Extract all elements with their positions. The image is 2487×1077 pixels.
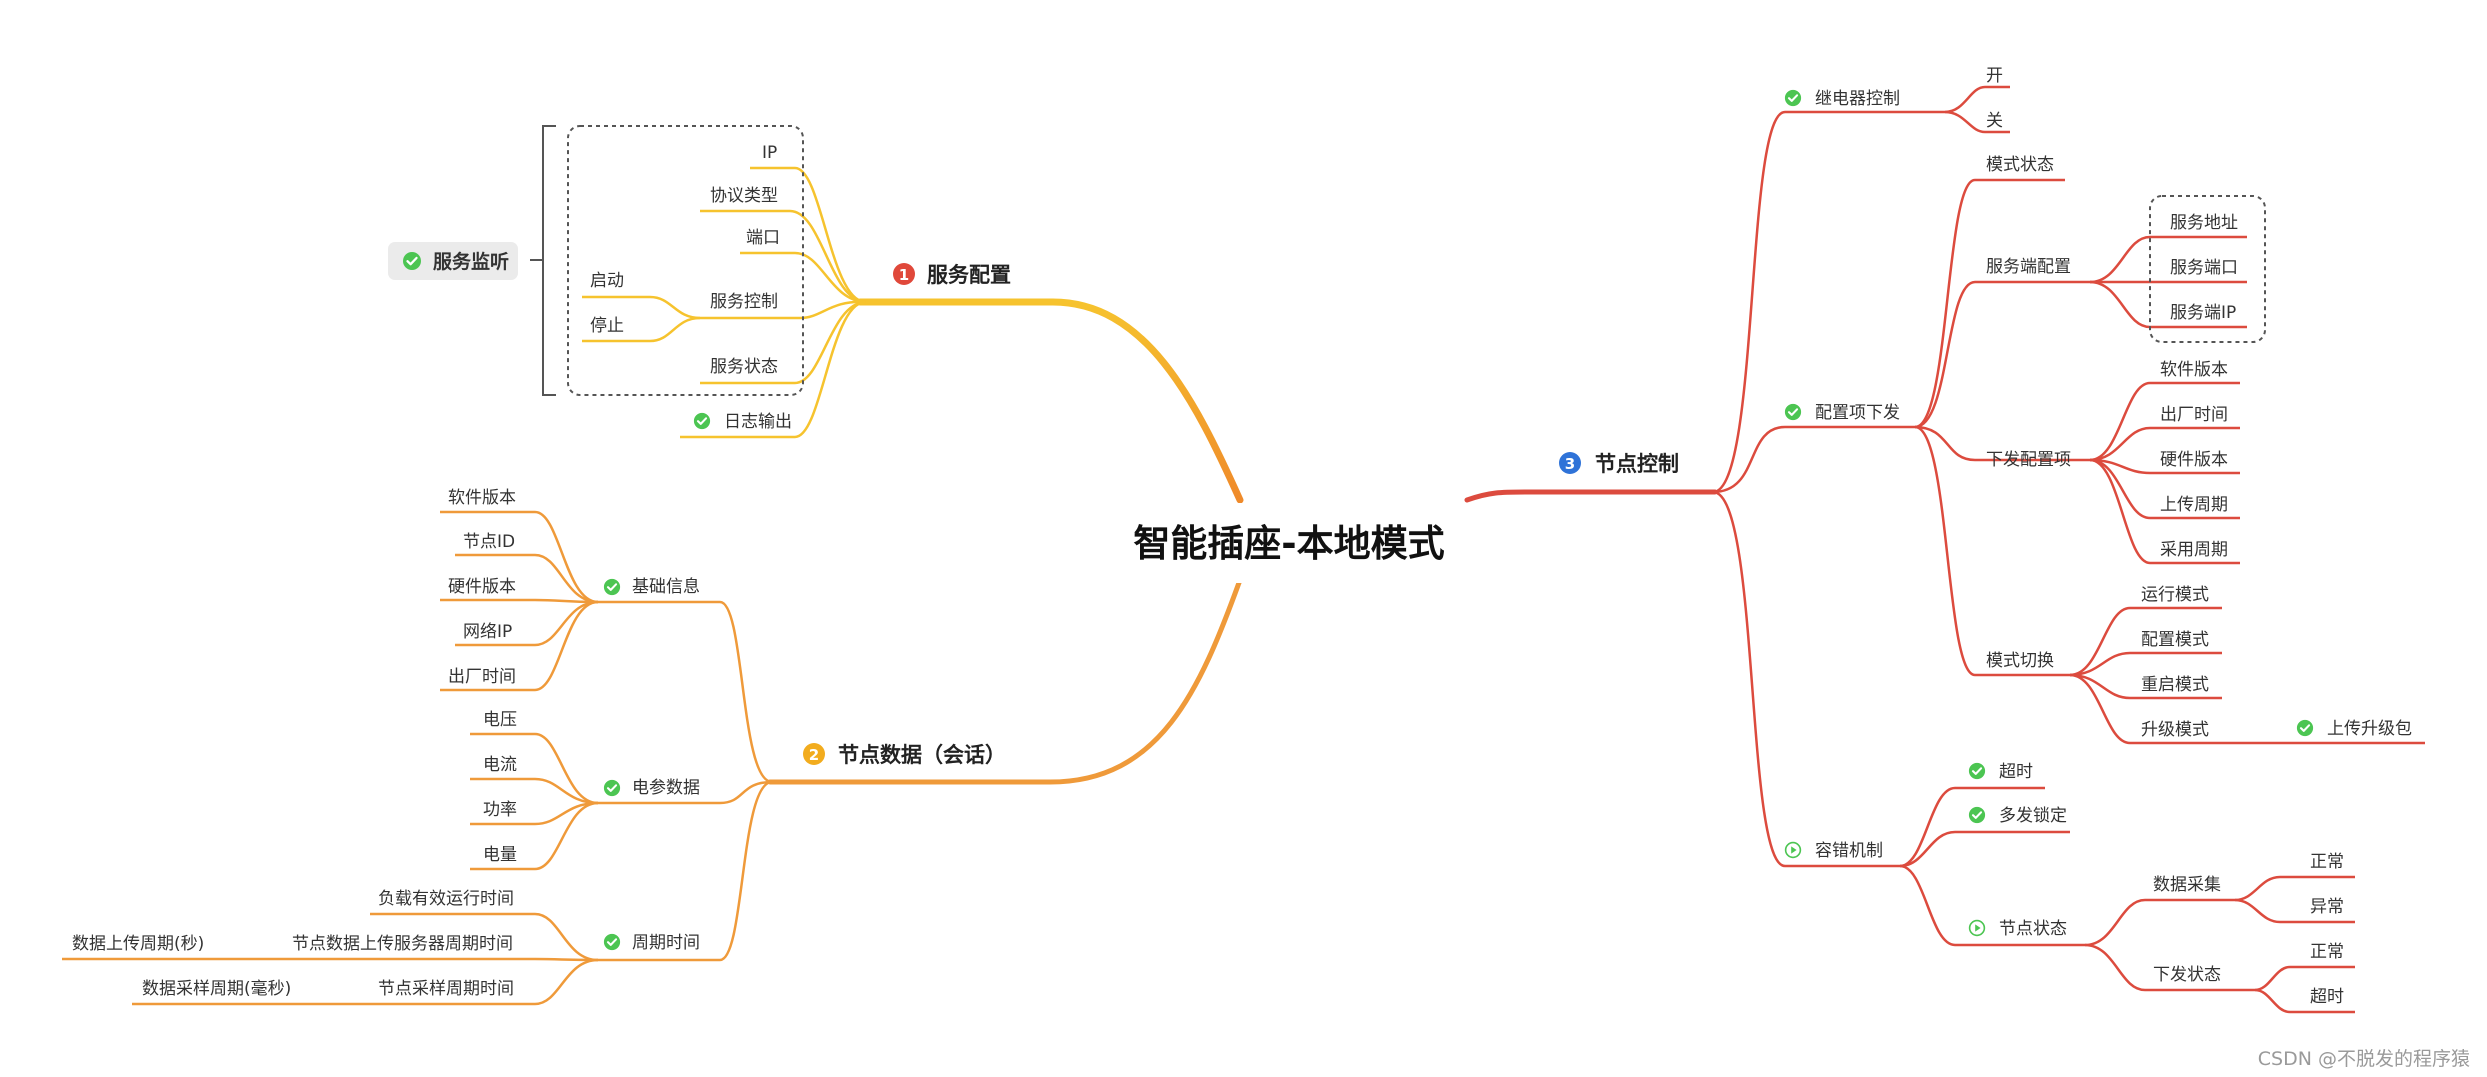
node-power[interactable]: 功率: [483, 800, 517, 820]
node-service-status[interactable]: 服务状态: [710, 357, 778, 377]
trunk-lines: [767, 298, 1718, 785]
node-collect-abnormal[interactable]: 异常: [2310, 897, 2344, 917]
node-push-software-version[interactable]: 软件版本: [2160, 360, 2228, 380]
check-icon: [402, 251, 422, 271]
node-send-normal[interactable]: 正常: [2310, 942, 2344, 962]
node-server-ip[interactable]: 服务端IP: [2170, 303, 2236, 323]
node-config-mode[interactable]: 配置模式: [2141, 630, 2209, 650]
node-voltage[interactable]: 电压: [483, 710, 517, 730]
branch2-title[interactable]: 节点数据（会话）: [838, 743, 1006, 767]
node-push-factory-time[interactable]: 出厂时间: [2160, 405, 2228, 425]
node-push-sample-period[interactable]: 采用周期: [2160, 540, 2228, 560]
branch1-summary-bracket: [530, 125, 556, 396]
node-port[interactable]: 端口: [746, 228, 780, 248]
node-on[interactable]: 开: [1986, 66, 2003, 86]
node-push-upload-period[interactable]: 上传周期: [2160, 495, 2228, 515]
svg-text:2: 2: [809, 746, 819, 764]
node-run-mode[interactable]: 运行模式: [2141, 585, 2209, 605]
node-load-run-time[interactable]: 负载有效运行时间: [378, 889, 514, 909]
node-energy[interactable]: 电量: [483, 845, 517, 865]
trunk-branch2: [767, 577, 1243, 785]
center-topic[interactable]: 智能插座-本地模式: [1107, 503, 1472, 583]
play-icon: [1968, 919, 1986, 937]
trunk-branch3: [1464, 489, 1718, 503]
branch1-marker: 1: [893, 263, 915, 285]
check-icon: [1968, 806, 1986, 824]
node-sample-period[interactable]: 节点采样周期时间: [378, 979, 514, 999]
node-send-state[interactable]: 下发状态: [2153, 965, 2221, 985]
branch3-lines: [1712, 85, 2425, 1014]
node-server-config[interactable]: 服务端配置: [1986, 257, 2071, 277]
node-config-push[interactable]: 配置项下发: [1815, 403, 1900, 423]
branch1-lines: [582, 166, 866, 439]
check-icon: [603, 578, 621, 596]
check-icon: [693, 412, 711, 430]
node-push-config-items[interactable]: 下发配置项: [1986, 450, 2071, 470]
check-icon: [1784, 403, 1802, 421]
node-protocol-type[interactable]: 协议类型: [710, 186, 778, 206]
node-mode-state[interactable]: 模式状态: [1986, 155, 2054, 175]
server-config-dashed-group: [2149, 195, 2266, 343]
check-icon: [603, 933, 621, 951]
trunk-branch1: [856, 298, 1244, 504]
watermark: CSDN @不脱发的程序猿: [2258, 1048, 2470, 1070]
node-upload-upgrade-package[interactable]: 上传升级包: [2327, 719, 2412, 739]
check-icon: [1784, 89, 1802, 107]
node-start[interactable]: 启动: [590, 271, 624, 291]
node-restart-mode[interactable]: 重启模式: [2141, 675, 2209, 695]
center-topic-title: 智能插座-本地模式: [1133, 522, 1444, 565]
check-icon: [603, 779, 621, 797]
node-data-collect[interactable]: 数据采集: [2153, 875, 2221, 895]
node-network-ip[interactable]: 网络IP: [463, 622, 512, 642]
node-hardware-version[interactable]: 硬件版本: [448, 577, 516, 597]
branch3-title[interactable]: 节点控制: [1595, 452, 1679, 476]
branch2-lines: [62, 510, 773, 1006]
node-mode-switch[interactable]: 模式切换: [1986, 651, 2054, 671]
node-upload-period-sec[interactable]: 数据上传周期(秒): [72, 934, 204, 954]
node-multi-lock[interactable]: 多发锁定: [1999, 806, 2067, 826]
node-off[interactable]: 关: [1986, 111, 2003, 131]
node-log-output[interactable]: 日志输出: [724, 412, 792, 432]
node-basic-info[interactable]: 基础信息: [632, 577, 700, 597]
node-collect-normal[interactable]: 正常: [2310, 852, 2344, 872]
node-fault-tolerance[interactable]: 容错机制: [1815, 841, 1883, 861]
node-server-port[interactable]: 服务端口: [2170, 258, 2238, 278]
svg-text:1: 1: [899, 266, 909, 284]
node-upload-period[interactable]: 节点数据上传服务器周期时间: [292, 934, 513, 954]
node-push-hardware-version[interactable]: 硬件版本: [2160, 450, 2228, 470]
node-upgrade-mode[interactable]: 升级模式: [2141, 720, 2209, 740]
node-electric-data[interactable]: 电参数据: [632, 778, 700, 798]
node-relay-control[interactable]: 继电器控制: [1815, 89, 1900, 109]
branch1-title[interactable]: 服务配置: [927, 263, 1011, 287]
node-send-timeout[interactable]: 超时: [2310, 987, 2344, 1007]
node-software-version[interactable]: 软件版本: [448, 488, 516, 508]
node-server-address[interactable]: 服务地址: [2170, 213, 2238, 233]
node-factory-time[interactable]: 出厂时间: [448, 667, 516, 687]
node-sample-period-ms[interactable]: 数据采样周期(毫秒): [142, 979, 291, 999]
branch1-dashed-group: [567, 125, 804, 396]
node-current[interactable]: 电流: [483, 755, 517, 775]
node-stop[interactable]: 停止: [590, 316, 624, 336]
branch2-marker: 2: [803, 743, 825, 765]
check-icon: [1968, 762, 1986, 780]
node-ip[interactable]: IP: [762, 143, 777, 163]
summary-label: 服务监听: [433, 250, 509, 273]
play-icon: [1784, 841, 1802, 859]
svg-text:3: 3: [1565, 455, 1575, 473]
branch3-marker: 3: [1559, 452, 1581, 474]
summary-box-service-listen[interactable]: 服务监听: [388, 242, 518, 280]
node-service-control[interactable]: 服务控制: [710, 292, 778, 312]
node-node-state[interactable]: 节点状态: [1999, 919, 2067, 939]
node-timeout[interactable]: 超时: [1999, 762, 2033, 782]
check-icon: [2296, 719, 2314, 737]
node-node-id[interactable]: 节点ID: [463, 532, 515, 552]
node-period-time[interactable]: 周期时间: [632, 933, 700, 953]
